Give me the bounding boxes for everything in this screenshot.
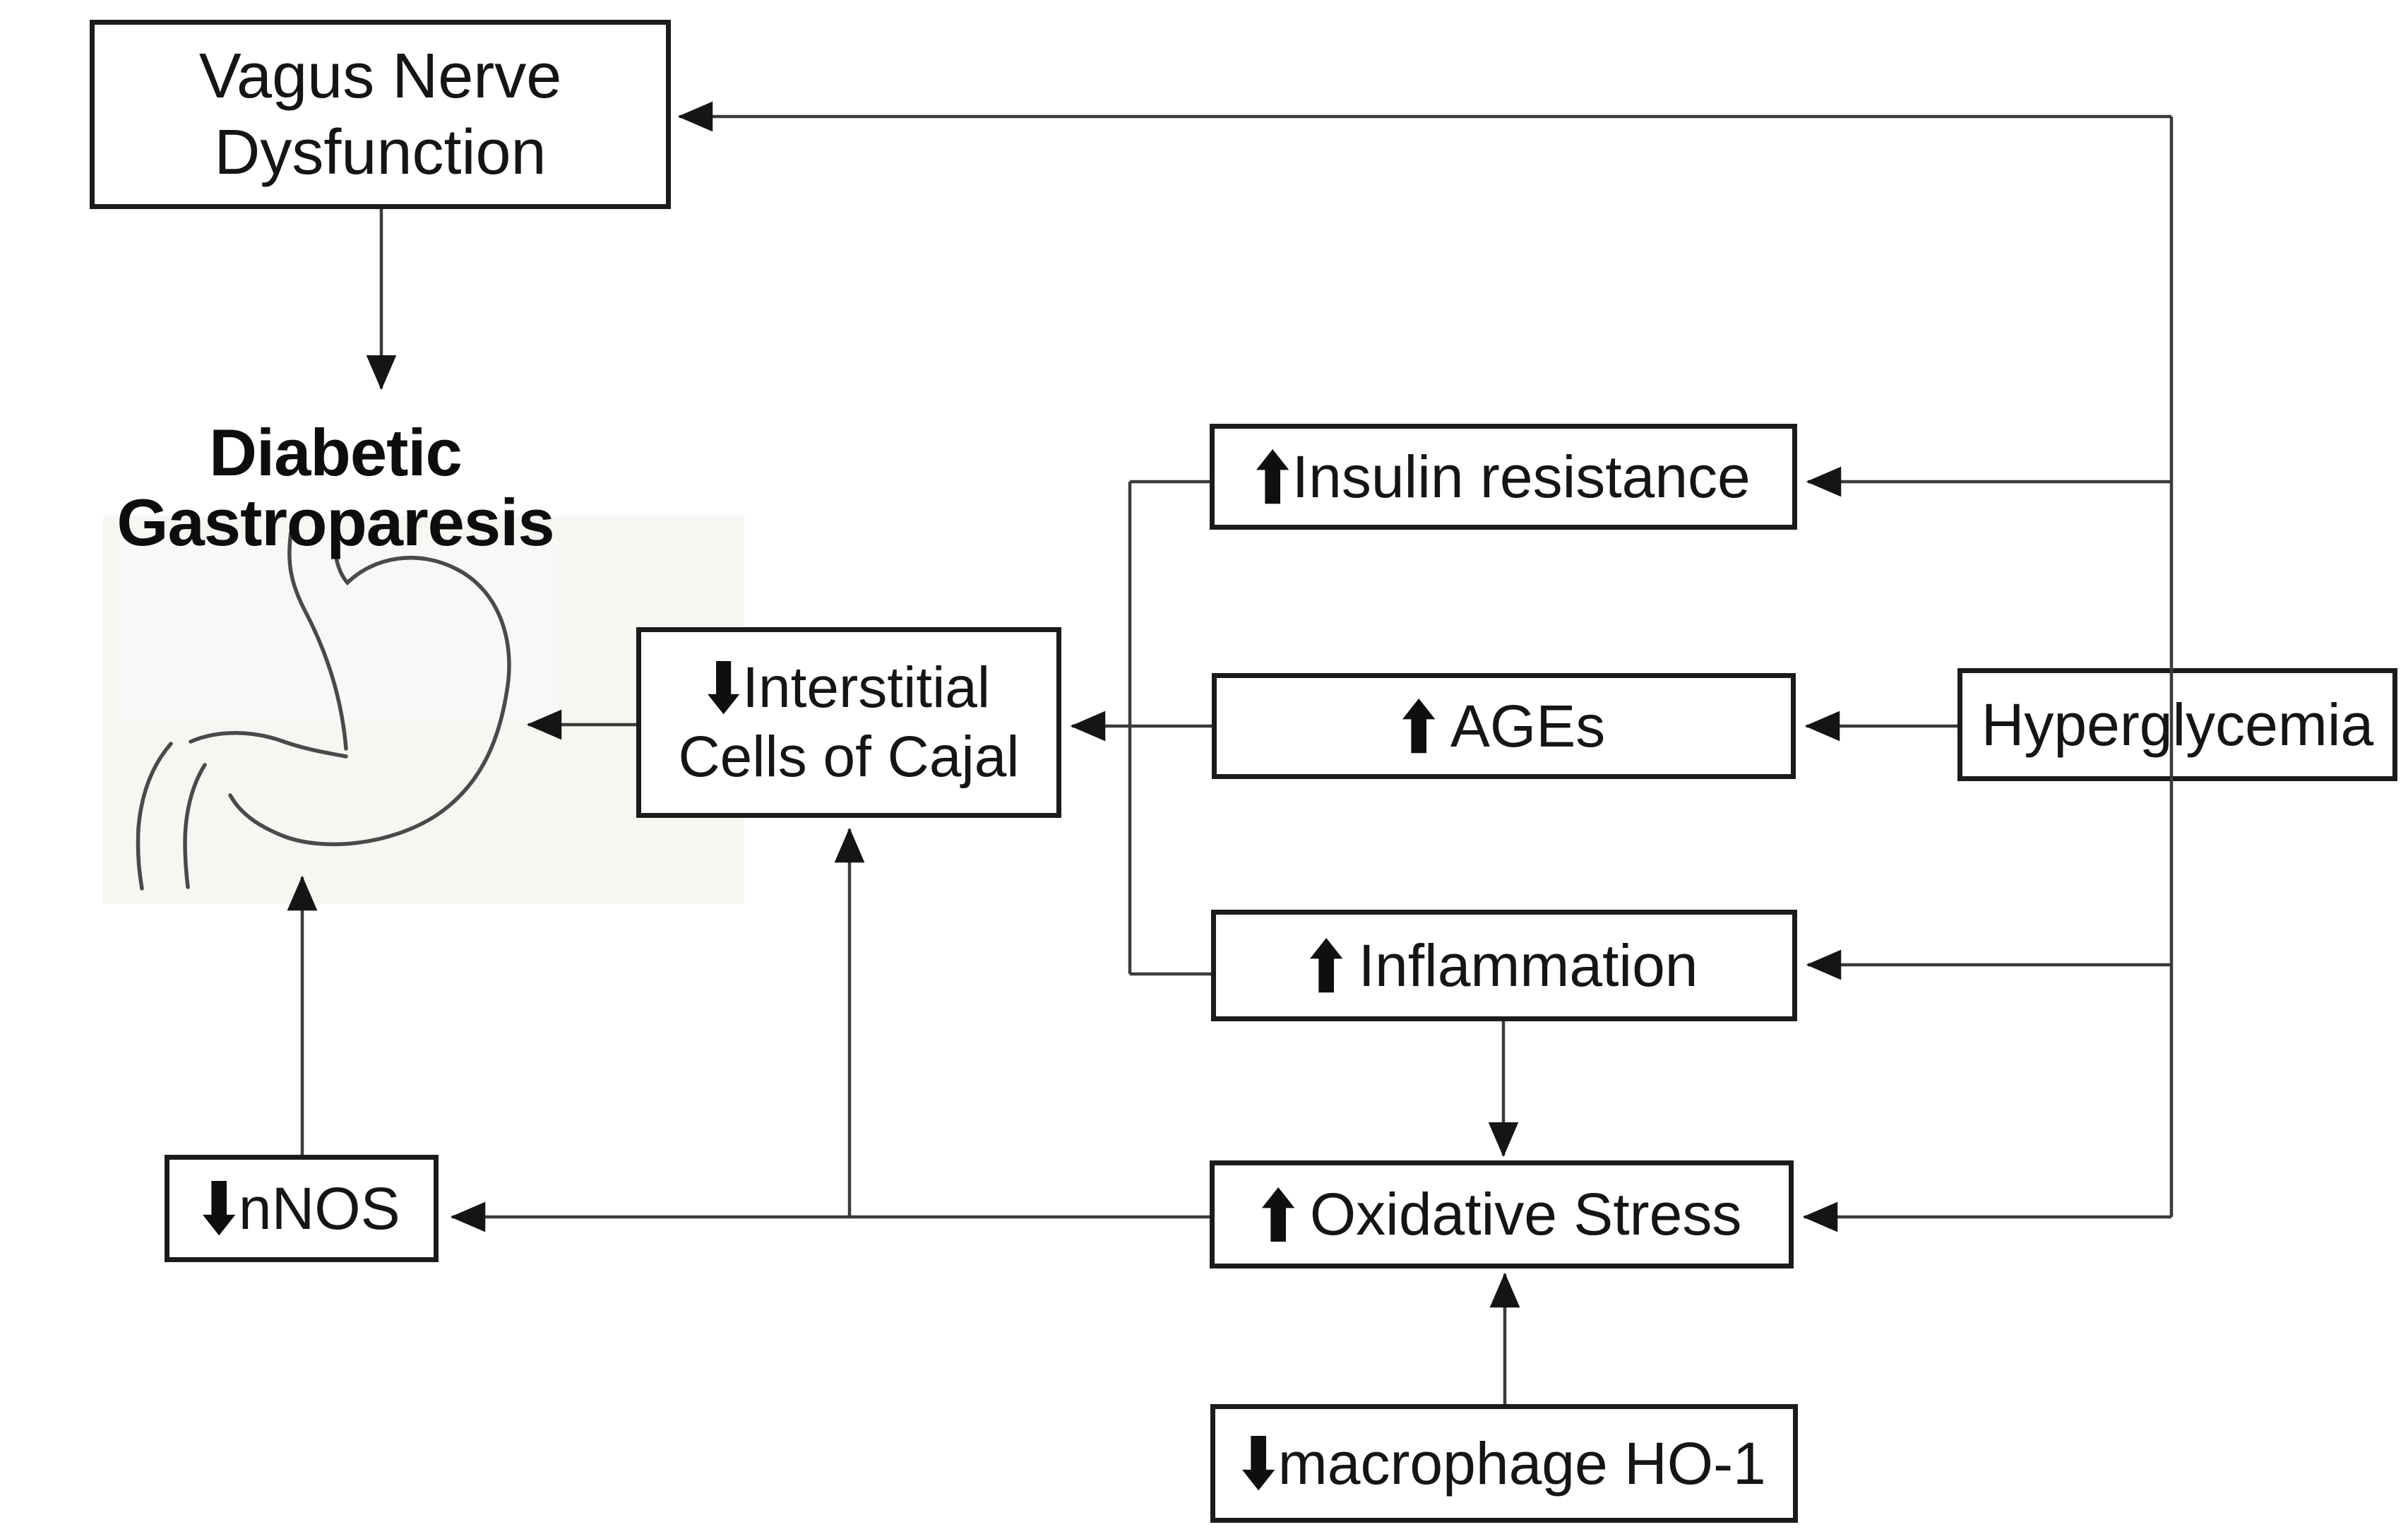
- hyperglycemia-label: Hyperglycemia: [1981, 691, 2374, 758]
- ages-label: AGEs: [1450, 692, 1606, 759]
- up-arrow-icon: [1310, 938, 1343, 993]
- nnos-label: nNOS: [238, 1175, 400, 1242]
- macrophage-ho1-label: macrophage HO-1: [1277, 1430, 1766, 1497]
- hyperglycemia-box: Hyperglycemia: [1957, 668, 2397, 781]
- down-arrow-icon: [707, 661, 740, 715]
- down-arrow-icon: [1242, 1436, 1275, 1491]
- oxidative-stress-label: Oxidative Stress: [1309, 1181, 1742, 1248]
- vagus-nerve-dysfunction-box: Vagus Nerve Dysfunction: [90, 20, 671, 209]
- down-arrow-icon: [203, 1181, 236, 1236]
- insulin-resistance-box: Insulin resistance: [1210, 424, 1797, 530]
- up-arrow-icon: [1261, 1187, 1294, 1242]
- inflammation-box: Inflammation: [1211, 910, 1797, 1021]
- vagus-nerve-dysfunction-label-line1: Vagus Nerve: [198, 41, 562, 112]
- diabetic-gastroparesis-title: Diabetic Gastroparesis: [117, 415, 554, 559]
- stomach-outline: [136, 530, 511, 891]
- icc-label-line1: Interstitial: [742, 655, 991, 720]
- vagus-nerve-dysfunction-label-line2: Dysfunction: [214, 117, 547, 188]
- nnos-box: nNOS: [165, 1155, 439, 1262]
- ages-box: AGEs: [1212, 673, 1796, 779]
- up-arrow-icon: [1256, 449, 1289, 504]
- oxidative-stress-box: Oxidative Stress: [1210, 1160, 1794, 1268]
- inflammation-label: Inflammation: [1358, 932, 1698, 999]
- macrophage-ho1-box: macrophage HO-1: [1210, 1404, 1798, 1523]
- interstitial-cells-of-cajal-box: Interstitial Cells of Cajal: [636, 627, 1061, 818]
- icc-label-line2: Cells of Cajal: [678, 725, 1020, 789]
- up-arrow-icon: [1402, 699, 1436, 754]
- insulin-resistance-label: Insulin resistance: [1292, 443, 1751, 510]
